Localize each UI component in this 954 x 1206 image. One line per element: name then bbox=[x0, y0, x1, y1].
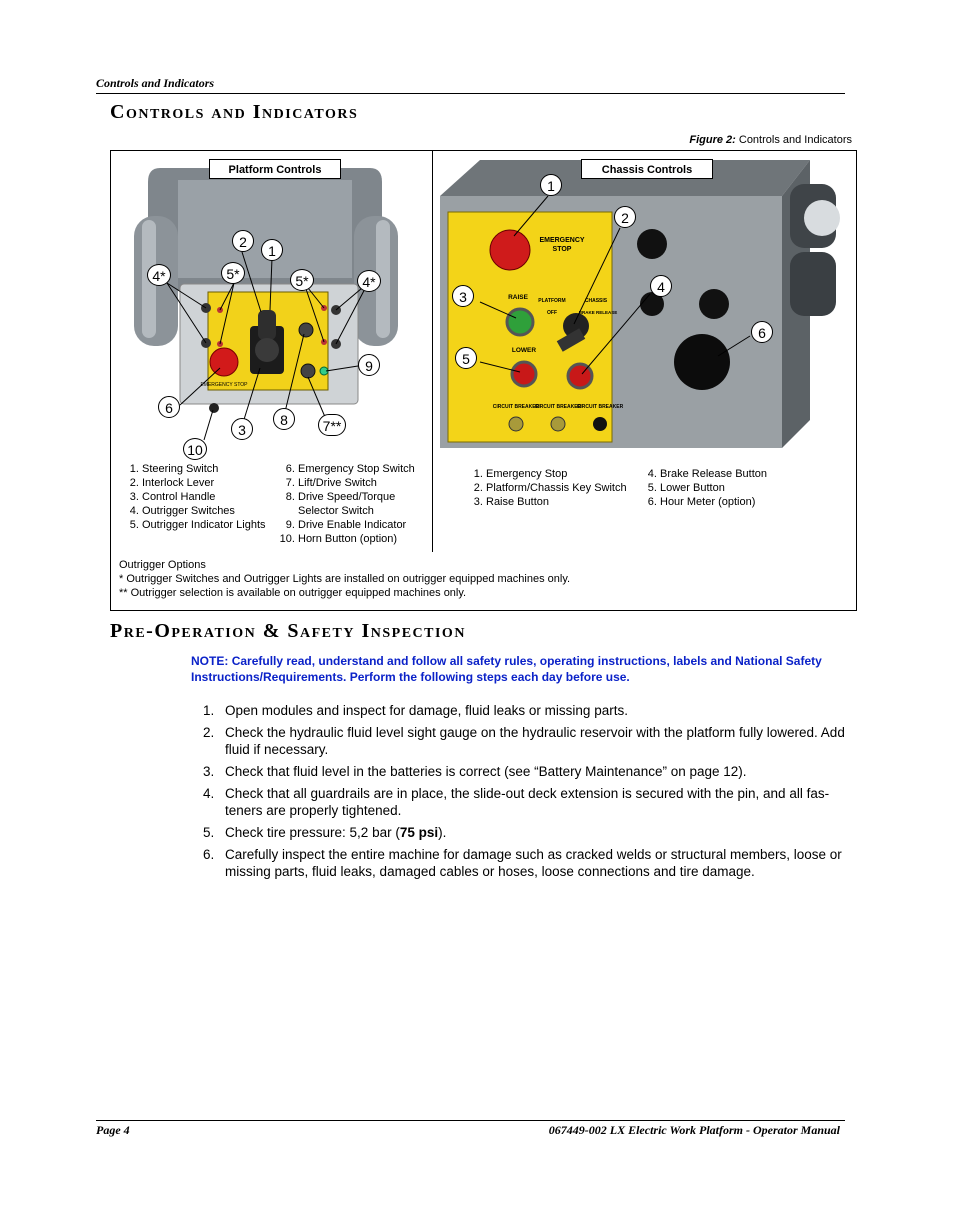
platform-callout-3: 3 bbox=[231, 418, 253, 440]
step-text-end: ). bbox=[438, 825, 447, 840]
legend-item: Interlock Lever bbox=[142, 476, 270, 490]
chassis-controls-label: Chassis Controls bbox=[581, 159, 713, 179]
safety-note-label: NOTE: bbox=[191, 654, 229, 668]
chassis-panel-raise-text: RAISE bbox=[508, 294, 529, 301]
legend-item: Emergency Stop Switch bbox=[298, 462, 432, 476]
platform-callout-6: 6 bbox=[158, 396, 180, 418]
legend-item: Emergency Stop bbox=[486, 467, 634, 481]
chassis-panel-estop-text: EMERGENCY bbox=[539, 237, 584, 244]
legend-item: Outrigger Indicator Lights bbox=[142, 518, 270, 532]
figure-box bbox=[110, 150, 857, 611]
section-title-controls: Controls and Indicators bbox=[110, 101, 359, 123]
chassis-callout-4: 4 bbox=[650, 275, 672, 297]
platform-callout-4-left: 4* bbox=[147, 264, 171, 286]
legend-item: Platform/Chassis Key Switch bbox=[486, 481, 634, 495]
platform-callout-10: 10 bbox=[183, 438, 207, 460]
step-text: Check that all guardrails are in place, … bbox=[225, 786, 830, 818]
legend-item: Drive Speed/Torque Selector Switch bbox=[298, 490, 432, 518]
legend-item: Outrigger Switches bbox=[142, 504, 270, 518]
outrigger-notes-title: Outrigger Options bbox=[119, 559, 206, 571]
figure-caption-label: Figure 2: bbox=[689, 134, 736, 146]
platform-legend-left: Steering Switch Interlock Lever Control … bbox=[110, 462, 270, 532]
chassis-legend-right: Brake Release Button Lower Button Hour M… bbox=[628, 467, 828, 509]
chassis-callout-6: 6 bbox=[751, 321, 773, 343]
platform-controls-label: Platform Controls bbox=[209, 159, 341, 179]
list-item: 3.Check that fluid level in the batterie… bbox=[203, 763, 858, 780]
section-title-inspection: Pre-Operation & Safety Inspection bbox=[110, 620, 466, 642]
chassis-callout-2: 2 bbox=[614, 206, 636, 228]
figure-caption-text: Controls and Indicators bbox=[738, 134, 852, 146]
list-item: 5.Check tire pressure: 5,2 bar (75 psi). bbox=[203, 825, 447, 840]
legend-item: Brake Release Button bbox=[660, 467, 828, 481]
inspection-steps: 1.Open modules and inspect for damage, f… bbox=[203, 702, 858, 885]
chassis-callout-1: 1 bbox=[540, 174, 562, 196]
chassis-callout-3: 3 bbox=[452, 285, 474, 307]
step-text: Open modules and inspect for damage, flu… bbox=[225, 703, 628, 718]
chassis-panel-off-text: OFF bbox=[547, 310, 557, 316]
chassis-legend-left: Emergency Stop Platform/Chassis Key Swit… bbox=[454, 467, 634, 509]
platform-callout-5-right: 5* bbox=[290, 269, 314, 291]
list-item: 6.Carefully inspect the entire machine f… bbox=[203, 846, 858, 880]
legend-item: Control Handle bbox=[142, 490, 270, 504]
safety-note: NOTE: Carefully read, understand and fol… bbox=[191, 653, 841, 685]
chassis-panel-platform-text: PLATFORM bbox=[538, 298, 565, 304]
platform-callout-1: 1 bbox=[261, 239, 283, 261]
outrigger-note-1: * Outrigger Switches and Outrigger Light… bbox=[119, 573, 571, 585]
step-text: Carefully inspect the entire machine for… bbox=[225, 847, 842, 879]
chassis-panel-lower-text: LOWER bbox=[512, 347, 536, 354]
chassis-callout-5: 5 bbox=[455, 347, 477, 369]
legend-item: Lift/Drive Switch bbox=[298, 476, 432, 490]
list-item: 1.Open modules and inspect for damage, f… bbox=[203, 702, 858, 719]
platform-callout-8: 8 bbox=[273, 408, 295, 430]
platform-estop-text: EMERGENCY STOP bbox=[200, 382, 248, 388]
page-number: Page 4 bbox=[96, 1123, 130, 1137]
chassis-panel-stop-text: STOP bbox=[553, 246, 572, 253]
outrigger-notes: Outrigger Options * Outrigger Switches a… bbox=[119, 558, 839, 600]
footer-rule bbox=[96, 1120, 845, 1121]
figure-divider bbox=[432, 151, 433, 552]
platform-callout-2: 2 bbox=[232, 230, 254, 252]
legend-item: Steering Switch bbox=[142, 462, 270, 476]
document-title: 067449-002 LX Electric Work Platform - O… bbox=[548, 1123, 840, 1137]
list-item: 4.Check that all guardrails are in place… bbox=[203, 785, 858, 819]
step-text: Check that fluid level in the batteries … bbox=[225, 764, 747, 779]
legend-item: Hour Meter (option) bbox=[660, 495, 828, 509]
step-text: Check the hydraulic fluid level sight ga… bbox=[225, 725, 845, 757]
chassis-panel-breaker-2: CIRCUIT BREAKER bbox=[535, 404, 582, 410]
list-item: 2.Check the hydraulic fluid level sight … bbox=[203, 724, 858, 758]
platform-controls-illustration: EMERGENCY STOP bbox=[134, 168, 398, 441]
chassis-controls-illustration: EMERGENCY STOP RAISE LOWER PLATFORM OFF … bbox=[440, 160, 840, 448]
chassis-panel-chassis-text: CHASSIS bbox=[585, 298, 608, 304]
legend-item: Raise Button bbox=[486, 495, 634, 509]
step-text: Check tire pressure: 5,2 bar ( bbox=[225, 825, 400, 840]
header-rule bbox=[96, 93, 845, 94]
figure-caption: Figure 2: Controls and Indicators bbox=[689, 134, 852, 146]
chassis-panel-brake-text: BRAKE RELEASE bbox=[579, 310, 618, 315]
legend-item: Lower Button bbox=[660, 481, 828, 495]
platform-callout-7: 7** bbox=[318, 414, 346, 436]
legend-item: Horn Button (option) bbox=[298, 532, 432, 546]
platform-callout-4-right: 4* bbox=[357, 270, 381, 292]
step-bold-value: 75 psi bbox=[399, 825, 439, 840]
legend-item: Drive Enable Indicator bbox=[298, 518, 432, 532]
running-header: Controls and Indicators bbox=[96, 76, 215, 90]
platform-callout-5-left: 5* bbox=[221, 262, 245, 284]
platform-callout-9: 9 bbox=[358, 354, 380, 376]
platform-legend-right: Emergency Stop Switch Lift/Drive Switch … bbox=[266, 462, 432, 546]
chassis-panel-breaker-3: CIRCUIT BREAKER bbox=[577, 404, 624, 410]
safety-note-text: Carefully read, understand and follow al… bbox=[191, 654, 822, 684]
chassis-panel-breaker-1: CIRCUIT BREAKER bbox=[493, 404, 540, 410]
outrigger-note-2: ** Outrigger selection is available on o… bbox=[119, 587, 467, 599]
